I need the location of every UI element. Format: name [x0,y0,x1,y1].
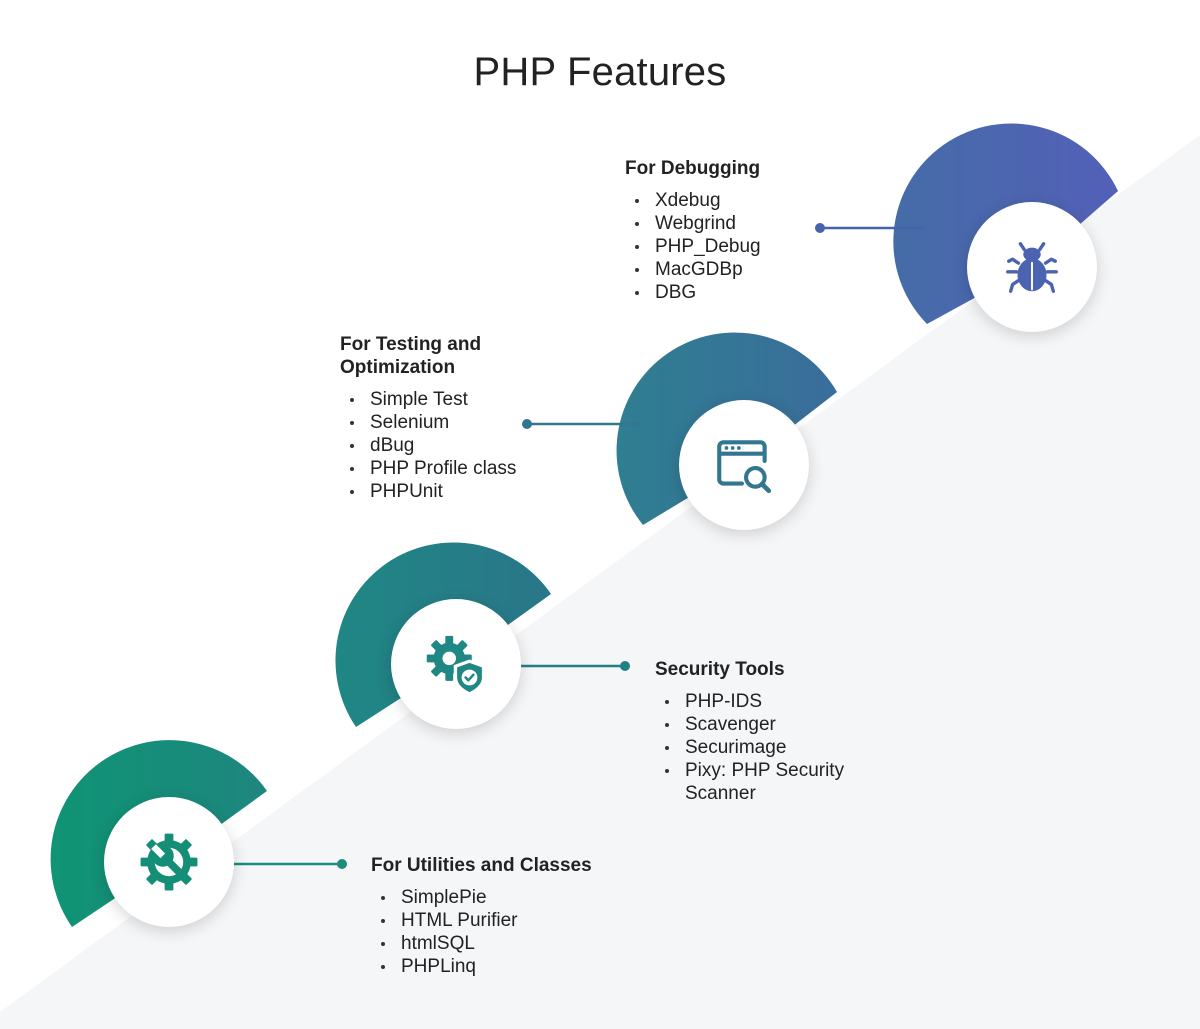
gear-shield-icon [426,635,486,696]
list-item: Simple Test [340,388,600,411]
stage-4-block: For Debugging Xdebug Webgrind PHP_Debug … [625,157,925,304]
icon-circle-stage-3 [679,400,809,530]
list-item: DBG [625,281,925,304]
connector-stage-3 [522,419,640,429]
list-item: Securimage [655,736,870,759]
wrench-gear-icon [140,833,198,891]
list-item: Webgrind [625,212,925,235]
list-item: Selenium [340,411,600,434]
list-item: PHPLinq [371,955,691,978]
list-item: Pixy: PHP Security Scanner [655,759,870,805]
icon-circle-stage-1 [104,797,234,927]
list-item: MacGDBp [625,258,925,281]
bug-icon [1006,242,1058,293]
feature-list: PHP-IDS Scavenger Securimage Pixy: PHP S… [655,690,870,805]
stage-2-block: Security Tools PHP-IDS Scavenger Securim… [655,658,870,805]
list-item: PHP-IDS [655,690,870,713]
list-item: dBug [340,434,600,457]
page-title: PHP Features [473,50,727,94]
list-item: PHP_Debug [625,235,925,258]
list-item: Xdebug [625,189,925,212]
diagonal-background-band [0,135,1200,1029]
list-item: Scavenger [655,713,870,736]
list-item: HTML Purifier [371,909,691,932]
list-item: SimplePie [371,886,691,909]
feature-list: Xdebug Webgrind PHP_Debug MacGDBp DBG [625,189,925,304]
list-item: PHP Profile class [340,457,600,480]
browser-search-icon [717,440,772,494]
stage-title: For Debugging [625,158,761,179]
icon-circle-stage-2 [391,599,521,729]
stage-1-block: For Utilities and Classes SimplePie HTML… [371,854,691,978]
feature-list: Simple Test Selenium dBug PHP Profile cl… [340,388,600,503]
list-item: PHPUnit [340,480,600,503]
connector-stage-1 [234,859,347,869]
list-item: htmlSQL [371,932,691,955]
icon-circle-stage-4 [967,202,1097,332]
feature-list: SimplePie HTML Purifier htmlSQL PHPLinq [371,886,691,978]
connector-stage-4 [815,223,925,233]
stage-title: Security Tools [655,659,785,680]
stage-title: For Testing and Optimization [340,334,482,378]
stage-title: For Utilities and Classes [371,855,592,876]
connector-stage-2 [521,661,630,671]
stage-3-block: For Testing and Optimization Simple Test… [340,333,516,503]
